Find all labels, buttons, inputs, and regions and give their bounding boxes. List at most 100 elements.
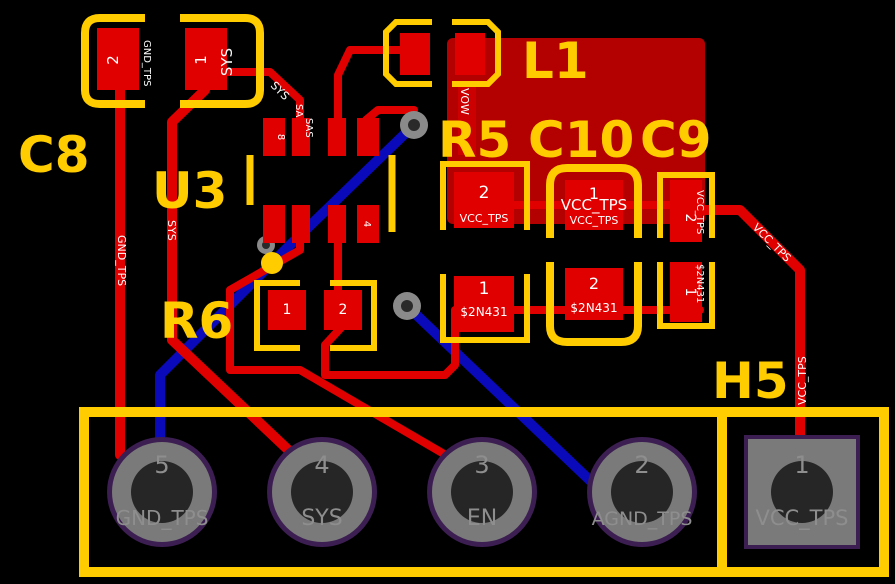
c9-silk-top bbox=[657, 172, 715, 238]
c10-pad-2[interactable] bbox=[565, 268, 623, 320]
r5-pad-1[interactable] bbox=[454, 276, 514, 332]
c8-silk-left bbox=[81, 14, 145, 108]
h5-pin-2[interactable]: 2 AGND_TPS bbox=[587, 437, 697, 547]
r5-silk-bottom bbox=[440, 274, 530, 343]
u3-pin-7[interactable] bbox=[292, 118, 310, 156]
c9-pad-1-number: 1 bbox=[682, 288, 698, 297]
r6-pad-2[interactable] bbox=[324, 290, 362, 330]
c8-pad-1[interactable] bbox=[185, 28, 227, 90]
r5-pad-2-net: VCC_TPS bbox=[460, 212, 509, 225]
r6-pad-1[interactable] bbox=[268, 290, 306, 330]
u3-pin-1[interactable] bbox=[263, 205, 285, 243]
c8-pad-2[interactable] bbox=[97, 28, 139, 90]
component-r5[interactable]: 2 VCC_TPS 1 $2N431 R5 bbox=[438, 111, 530, 343]
c10-pad-2-number: 2 bbox=[589, 274, 599, 293]
h5-pin-3-number: 3 bbox=[474, 451, 489, 479]
h5-pin-2-hole bbox=[611, 461, 673, 523]
h5-pin-1[interactable]: 1 VCC_TPS bbox=[744, 435, 860, 549]
l1-pad-label: VOW bbox=[458, 88, 471, 115]
r5-pad-1-number: 1 bbox=[479, 279, 490, 299]
c10-designator: C10 bbox=[528, 111, 634, 169]
u3-pin-8-number: 8 bbox=[275, 134, 286, 140]
c9-silk-bottom bbox=[657, 262, 715, 329]
u3-pin-3[interactable] bbox=[328, 205, 346, 243]
h5-pin-5-number: 5 bbox=[154, 451, 169, 479]
component-c8[interactable]: 2 GND_TPS 1 SYS C8 bbox=[18, 14, 264, 184]
component-l1[interactable]: L1 bbox=[383, 19, 589, 90]
c9-pad-2[interactable] bbox=[670, 180, 702, 242]
trace-label-vcc-h5: VCC_TPS bbox=[796, 356, 809, 405]
trace-sys-to-u3 bbox=[211, 68, 304, 134]
h5-pin-1-net: VCC_TPS bbox=[755, 506, 848, 531]
trace-label-gnd: GND_TPS bbox=[115, 235, 128, 286]
c8-pad-1-net: SYS bbox=[218, 48, 236, 76]
l1-silk-left bbox=[383, 19, 432, 87]
component-h5[interactable]: H5 5 GND_TPS 4 SYS 3 EN 2 AGND_T bbox=[79, 352, 889, 577]
c10-silk-top bbox=[546, 164, 642, 238]
c10-pad-1-number: 1 bbox=[589, 184, 599, 203]
r5-designator: R5 bbox=[438, 111, 511, 169]
c9-designator: C9 bbox=[640, 111, 711, 169]
l1-inner-pad bbox=[458, 85, 476, 155]
trace-r6-loop bbox=[321, 306, 459, 379]
component-u3[interactable]: 8 SAS 4 U3 bbox=[152, 118, 396, 274]
r5-silk-top bbox=[440, 161, 530, 230]
c8-silk-right bbox=[180, 14, 264, 108]
u3-pin-2[interactable] bbox=[292, 205, 310, 243]
u3-designator: U3 bbox=[152, 162, 227, 220]
h5-pin-5[interactable]: 5 GND_TPS bbox=[107, 437, 217, 547]
component-r6[interactable]: 1 2 R6 bbox=[160, 280, 377, 351]
c9-pad-2-net: VCC_TPS bbox=[694, 190, 705, 234]
via-top-hole bbox=[408, 119, 420, 131]
h5-pin-1-hole bbox=[771, 461, 833, 523]
bottom-trace-via-to-agnd bbox=[402, 301, 605, 495]
l1-pad-2[interactable] bbox=[455, 33, 485, 75]
h5-pin-4-hole bbox=[291, 461, 353, 523]
u3-pin-4-number: 4 bbox=[361, 221, 372, 227]
h5-pin-5-hole bbox=[131, 461, 193, 523]
u3-pin-7-net: SAS bbox=[303, 118, 314, 138]
l1-silk-right bbox=[452, 19, 501, 87]
h5-pin-2-number: 2 bbox=[634, 451, 649, 479]
component-c10[interactable]: 1 VCC_TPS 2 $2N431 C10 VCC_TPS bbox=[528, 111, 642, 346]
via-bottom-hole bbox=[401, 300, 413, 312]
trace-label-sas-top: SAS bbox=[293, 104, 304, 124]
h5-pin-3[interactable]: 3 EN bbox=[427, 437, 537, 547]
trace-en bbox=[226, 221, 484, 479]
trace-label-sys-left: SYS bbox=[165, 220, 178, 241]
r6-silk-right bbox=[330, 280, 377, 351]
h5-pin-4-net: SYS bbox=[301, 506, 342, 531]
l1-pad-1[interactable] bbox=[400, 33, 430, 75]
component-c9[interactable]: 2 VCC_TPS 1 $2N431 C9 bbox=[640, 111, 715, 329]
c9-pad-2-number: 2 bbox=[682, 214, 698, 223]
h5-pin-4[interactable]: 4 SYS bbox=[267, 437, 377, 547]
vias bbox=[257, 111, 428, 320]
u3-pin-6[interactable] bbox=[328, 118, 346, 156]
trace-vcc-to-h5 bbox=[695, 205, 805, 460]
r5-pad-2[interactable] bbox=[454, 172, 514, 228]
c9-pad-1[interactable] bbox=[670, 262, 702, 322]
c8-pad-1-number: 1 bbox=[192, 55, 210, 65]
u3-pin-8[interactable] bbox=[263, 118, 285, 156]
c10-overlay-net: VCC_TPS bbox=[561, 196, 627, 215]
r6-pad-2-number: 2 bbox=[339, 302, 348, 318]
h5-pin-3-hole bbox=[451, 461, 513, 523]
c10-pad-2-net: $2N431 bbox=[570, 301, 617, 315]
h5-silk-outline bbox=[79, 407, 889, 577]
u3-pin-4[interactable] bbox=[357, 205, 379, 243]
h5-pin-3-net: EN bbox=[467, 506, 497, 531]
r6-silk-left bbox=[254, 280, 300, 351]
c8-pad-2-number: 2 bbox=[104, 55, 122, 65]
r5-pad-2-number: 2 bbox=[479, 183, 490, 203]
c10-pad-1[interactable] bbox=[565, 180, 623, 230]
c8-pad-2-net: GND_TPS bbox=[141, 40, 152, 86]
r6-pad-1-number: 1 bbox=[283, 302, 292, 318]
c8-designator: C8 bbox=[18, 126, 89, 184]
trace-l1-to-u3 bbox=[334, 46, 414, 134]
h5-pin-2-net: AGND_TPS bbox=[592, 508, 693, 530]
u3-pin-5[interactable] bbox=[357, 118, 379, 156]
u3-pin1-marker bbox=[261, 252, 283, 274]
c10-silk-bottom bbox=[546, 262, 642, 346]
l1-designator: L1 bbox=[522, 32, 589, 90]
